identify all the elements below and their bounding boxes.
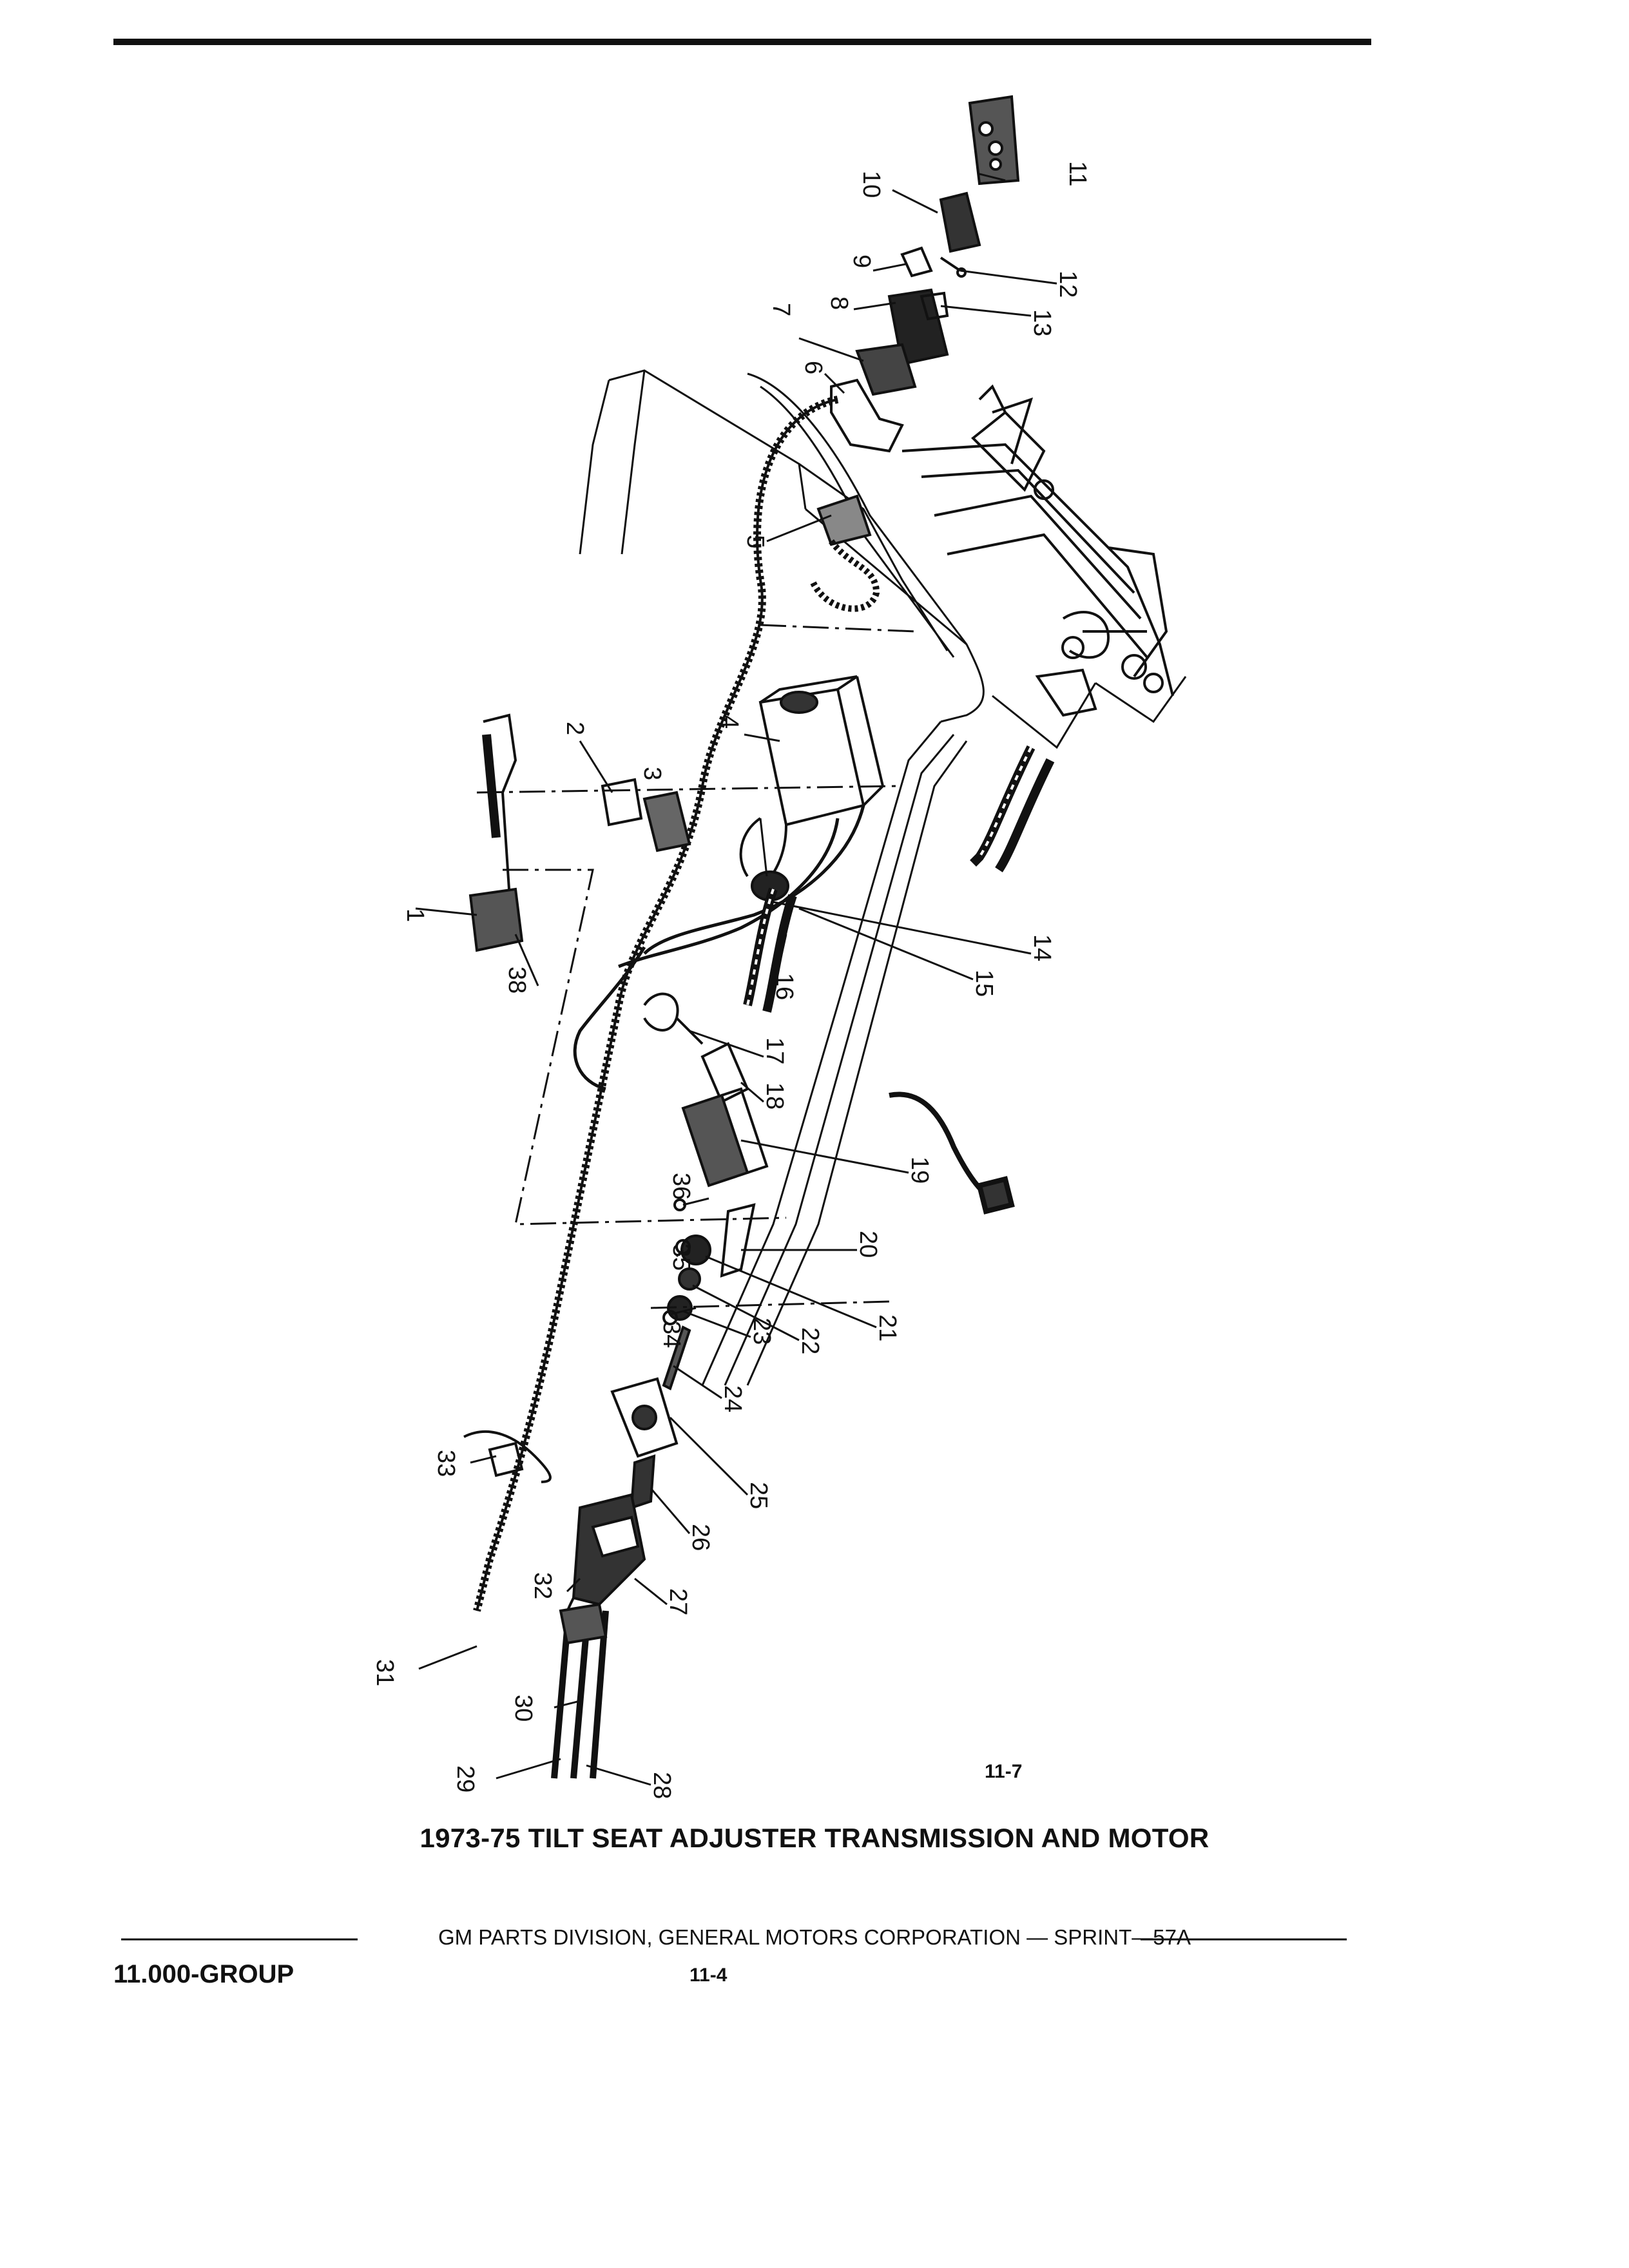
part-4-motor — [739, 675, 885, 890]
callout-3: 3 — [639, 767, 666, 780]
callout-14: 14 — [1028, 934, 1055, 961]
callout-17: 17 — [761, 1037, 788, 1064]
callout-32: 32 — [529, 1572, 556, 1599]
callout-27: 27 — [664, 1588, 691, 1615]
callout-4: 4 — [716, 715, 743, 729]
seat-track-assembly — [901, 384, 1174, 717]
callout-13: 13 — [1028, 309, 1055, 336]
callout-18: 18 — [761, 1082, 788, 1110]
callout-1: 1 — [401, 908, 429, 922]
callout-24: 24 — [719, 1385, 746, 1412]
callout-20: 20 — [854, 1231, 882, 1258]
callout-labels: 1 2 3 4 5 6 7 8 9 10 11 12 13 14 15 16 1… — [371, 161, 1091, 1799]
callout-16: 16 — [771, 973, 798, 1000]
wire-harness — [473, 396, 880, 1612]
cables-14-15-16 — [743, 745, 1055, 1013]
part-5 — [816, 494, 872, 546]
callout-7: 7 — [767, 303, 795, 316]
callout-35: 35 — [668, 1244, 695, 1271]
cable-ends — [551, 1597, 609, 1779]
page-number: 11-4 — [689, 1965, 728, 1986]
callout-11: 11 — [1064, 161, 1091, 186]
callout-31: 31 — [371, 1659, 398, 1686]
header-rule — [113, 39, 1371, 45]
figure-number: 11-7 — [985, 1761, 1023, 1782]
group-label: 11.000-GROUP — [113, 1960, 294, 1988]
phantom-lines — [476, 624, 916, 1309]
callout-33: 33 — [432, 1450, 459, 1477]
callout-26: 26 — [687, 1524, 714, 1551]
callout-34: 34 — [658, 1321, 685, 1348]
part-9-clip — [900, 246, 933, 278]
part-11-bezel — [968, 95, 1020, 186]
callout-10: 10 — [858, 171, 885, 198]
callout-25: 25 — [745, 1482, 772, 1509]
callout-8: 8 — [825, 296, 853, 310]
part-2-connector — [601, 778, 691, 852]
callout-23: 23 — [748, 1318, 775, 1345]
switch-stack — [830, 95, 1020, 453]
callout-12: 12 — [1054, 271, 1081, 298]
publisher-line: GM PARTS DIVISION, GENERAL MOTORS CORPOR… — [438, 1925, 1191, 1949]
callout-2: 2 — [561, 722, 588, 735]
part-7 — [855, 343, 917, 396]
callout-30: 30 — [510, 1695, 537, 1722]
callout-29: 29 — [452, 1765, 479, 1792]
part-6-bracket — [830, 378, 904, 453]
callout-22: 22 — [796, 1327, 824, 1354]
callout-5: 5 — [742, 535, 769, 548]
figure-caption: 1973-75 TILT SEAT ADJUSTER TRANSMISSION … — [419, 1823, 1210, 1853]
callout-19: 19 — [906, 1157, 933, 1184]
leader-lines — [415, 173, 1057, 1786]
callout-6: 6 — [800, 361, 827, 374]
callout-9: 9 — [848, 255, 875, 268]
callout-21: 21 — [874, 1314, 901, 1341]
part-10-switch — [939, 191, 981, 253]
callout-28: 28 — [648, 1772, 675, 1799]
part-19-cable — [889, 1091, 1015, 1215]
part-13 — [920, 291, 949, 321]
part-1-mount-bracket — [468, 713, 524, 952]
callout-15: 15 — [970, 970, 998, 997]
part-8-switch-body — [887, 288, 949, 366]
part-33-strap — [463, 1430, 552, 1483]
callout-38: 38 — [503, 966, 530, 994]
motor-leads — [573, 805, 865, 1091]
callout-36: 36 — [668, 1173, 695, 1200]
transmission-assembly — [572, 992, 769, 1606]
